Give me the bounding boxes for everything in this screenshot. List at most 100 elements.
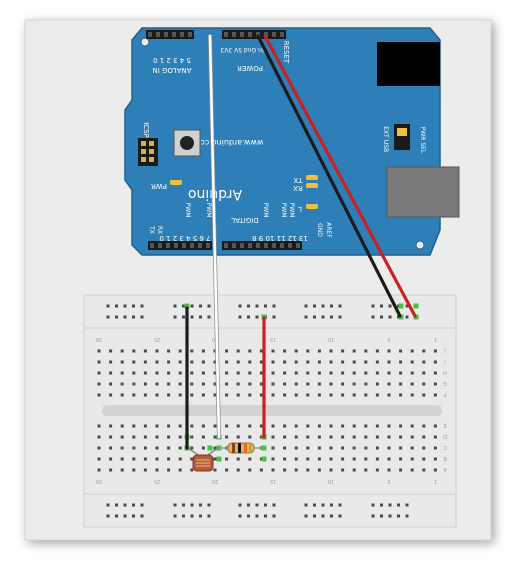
rail-hole bbox=[247, 304, 250, 308]
rail-hole bbox=[173, 315, 177, 319]
rail-hole bbox=[140, 304, 144, 308]
terminal-hole bbox=[283, 457, 287, 461]
terminal-hole bbox=[387, 446, 391, 450]
terminal-hole bbox=[259, 349, 263, 353]
terminal-hole bbox=[306, 446, 310, 450]
terminal-hole bbox=[271, 468, 275, 472]
terminal-hole bbox=[120, 468, 124, 472]
terminal-hole bbox=[155, 382, 159, 386]
terminal-hole bbox=[143, 446, 147, 450]
terminal-hole bbox=[329, 457, 333, 461]
rail-hole bbox=[123, 503, 127, 507]
row-letter: C bbox=[443, 444, 447, 450]
terminal-hole bbox=[364, 349, 368, 353]
terminal-hole bbox=[236, 424, 240, 428]
header-pin bbox=[224, 32, 228, 37]
rail-hole bbox=[182, 315, 185, 319]
column-marker-top: 10 bbox=[328, 336, 334, 342]
terminal-hole bbox=[375, 435, 379, 439]
digital-pin-headers bbox=[148, 241, 302, 250]
terminal-hole bbox=[271, 349, 275, 353]
header-pin bbox=[272, 32, 276, 37]
header-pin bbox=[206, 243, 210, 248]
terminal-hole bbox=[375, 382, 379, 386]
terminal-hole bbox=[294, 360, 298, 364]
terminal-hole bbox=[410, 382, 414, 386]
column-marker-top: 25 bbox=[154, 336, 160, 342]
rail-hole bbox=[313, 315, 316, 319]
rail-hole bbox=[371, 503, 375, 507]
row-letter: B bbox=[443, 455, 447, 461]
header-strip bbox=[146, 30, 194, 39]
terminal-hole bbox=[132, 446, 136, 450]
pwm-label: PWM bbox=[262, 203, 269, 218]
rail-hole bbox=[330, 514, 333, 518]
terminal-hole bbox=[201, 435, 205, 439]
terminal-hole bbox=[433, 393, 437, 397]
terminal-hole bbox=[317, 446, 321, 450]
terminal-hole bbox=[248, 457, 252, 461]
terminal-hole bbox=[306, 360, 310, 364]
terminal-hole bbox=[97, 360, 101, 364]
terminal-hole bbox=[167, 446, 171, 450]
header-pin bbox=[248, 32, 252, 37]
terminal-hole bbox=[283, 371, 287, 375]
rail-hole bbox=[313, 514, 316, 518]
terminal-hole bbox=[167, 435, 171, 439]
terminal-hole bbox=[329, 424, 333, 428]
terminal-hole bbox=[120, 349, 124, 353]
rail-hole bbox=[173, 503, 177, 507]
terminal-hole bbox=[201, 393, 205, 397]
terminal-hole bbox=[109, 349, 113, 353]
terminal-hole bbox=[283, 382, 287, 386]
header-pin bbox=[150, 243, 154, 248]
rail-hole bbox=[313, 304, 316, 308]
terminal-hole bbox=[97, 457, 101, 461]
digital-numbers-low: 7 6 5 4 3 2 1 0 bbox=[159, 234, 210, 242]
terminal-hole bbox=[236, 360, 240, 364]
rail-hole bbox=[106, 304, 110, 308]
terminal-hole bbox=[120, 457, 124, 461]
rail-hole bbox=[190, 304, 194, 308]
rail-hole bbox=[304, 304, 308, 308]
terminal-hole bbox=[399, 424, 403, 428]
terminal-hole bbox=[399, 349, 403, 353]
terminal-hole bbox=[213, 349, 217, 353]
rail-hole-active bbox=[413, 303, 419, 309]
terminal-hole bbox=[294, 424, 298, 428]
header-pin bbox=[148, 32, 152, 37]
rail-hole bbox=[388, 514, 392, 518]
rail-hole bbox=[380, 315, 383, 319]
header-pin bbox=[174, 243, 178, 248]
terminal-hole bbox=[352, 468, 356, 472]
header-pin bbox=[288, 243, 292, 248]
header-strip bbox=[148, 241, 212, 250]
terminal-hole bbox=[317, 371, 321, 375]
terminal-hole bbox=[248, 424, 252, 428]
terminal-hole bbox=[97, 393, 101, 397]
icsp-pin bbox=[149, 149, 154, 154]
terminal-hole bbox=[132, 393, 136, 397]
terminal-hole bbox=[271, 382, 275, 386]
terminal-hole bbox=[109, 382, 113, 386]
terminal-hole bbox=[225, 371, 229, 375]
terminal-hole bbox=[155, 349, 159, 353]
top-pin-headers bbox=[146, 30, 286, 39]
header-pin bbox=[280, 243, 284, 248]
rail-hole bbox=[380, 503, 383, 507]
terminal-hole bbox=[143, 424, 147, 428]
terminal-hole bbox=[97, 371, 101, 375]
row-letter: E bbox=[443, 422, 446, 428]
terminal-hole bbox=[178, 424, 182, 428]
rail-hole bbox=[238, 514, 242, 518]
terminal-hole bbox=[422, 468, 426, 472]
terminal-hole bbox=[167, 371, 171, 375]
rail-hole bbox=[182, 514, 185, 518]
terminal-hole bbox=[341, 468, 345, 472]
terminal-hole bbox=[352, 349, 356, 353]
terminal-hole bbox=[306, 349, 310, 353]
rail-hole bbox=[264, 514, 267, 518]
rail-hole bbox=[132, 514, 135, 518]
terminal-hole bbox=[132, 424, 136, 428]
